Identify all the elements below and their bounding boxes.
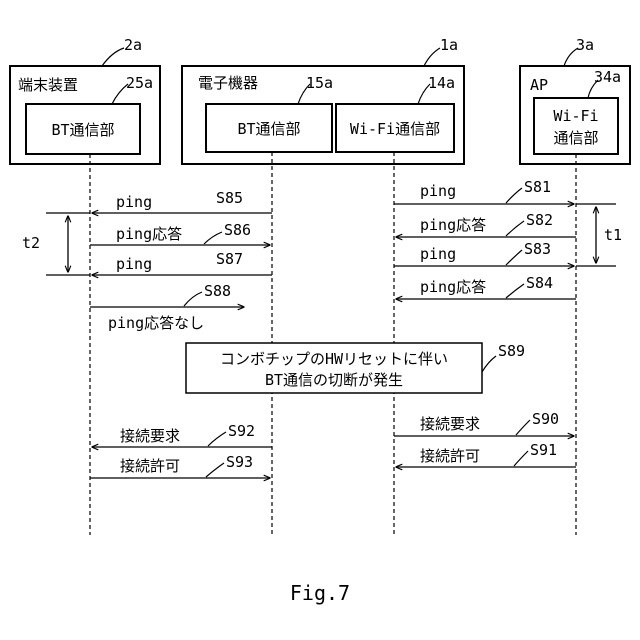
message-s82-step: S82 bbox=[526, 211, 553, 229]
terminal-bt-label: BT通信部 bbox=[51, 121, 114, 139]
note-step: S89 bbox=[498, 342, 525, 360]
message-s88-step: S88 bbox=[204, 282, 231, 300]
figure-caption: Fig.7 bbox=[290, 581, 350, 605]
message-s83-step: S83 bbox=[524, 240, 551, 258]
message-s84-step: S84 bbox=[526, 274, 553, 292]
ap-wifi-label-line2: 通信部 bbox=[553, 129, 598, 147]
electronic-device: 電子機器 BT通信部 Wi-Fi通信部 1a 15a 14a bbox=[182, 36, 464, 164]
note-s89: コンボチップのHWリセットに伴い BT通信の切断が発生 S89 bbox=[186, 342, 525, 393]
message-s93-text: 接続許可 bbox=[120, 457, 180, 475]
message-s83-text: ping bbox=[420, 245, 456, 263]
terminal-ref: 2a bbox=[124, 36, 142, 54]
access-point: AP Wi-Fi 通信部 3a 34a bbox=[520, 36, 630, 164]
message-s87: ping S87 bbox=[92, 250, 272, 275]
ap-label: AP bbox=[530, 76, 548, 94]
interval-t2: t2 bbox=[22, 213, 90, 275]
terminal-ref-lead bbox=[102, 48, 124, 66]
electronic-bt-label: BT通信部 bbox=[237, 120, 300, 138]
electronic-ref: 1a bbox=[440, 36, 458, 54]
message-s84: ping応答 S84 bbox=[396, 274, 576, 299]
electronic-wifi-label: Wi-Fi通信部 bbox=[350, 120, 440, 138]
electronic-bt-ref: 15a bbox=[306, 74, 333, 92]
ap-wifi-label-line1: Wi-Fi bbox=[553, 107, 598, 125]
message-s86: ping応答 S86 bbox=[90, 221, 270, 245]
message-s87-text: ping bbox=[116, 255, 152, 273]
message-s90: 接続要求 S90 bbox=[394, 410, 574, 436]
ap-ref: 3a bbox=[576, 36, 594, 54]
interval-t1: t1 bbox=[576, 204, 622, 266]
message-s92-step: S92 bbox=[228, 422, 255, 440]
terminal-device-label: 端末装置 bbox=[18, 76, 78, 94]
interval-t2-label: t2 bbox=[22, 234, 40, 252]
message-s88: ping応答なし S88 bbox=[90, 282, 244, 332]
message-s81-text: ping bbox=[420, 182, 456, 200]
message-s90-step: S90 bbox=[532, 410, 559, 428]
message-s86-text: ping応答 bbox=[116, 225, 182, 243]
message-s93: 接続許可 S93 bbox=[90, 453, 270, 478]
message-s85: ping S85 bbox=[92, 189, 272, 213]
message-s85-step: S85 bbox=[216, 189, 243, 207]
message-s92-text: 接続要求 bbox=[120, 427, 180, 445]
message-s91-text: 接続許可 bbox=[420, 447, 480, 465]
ap-wifi-ref: 34a bbox=[594, 68, 621, 86]
message-s81-step: S81 bbox=[524, 178, 551, 196]
message-s92: 接続要求 S92 bbox=[92, 422, 272, 447]
interval-t1-label: t1 bbox=[604, 226, 622, 244]
message-s86-step: S86 bbox=[224, 221, 251, 239]
message-s83: ping S83 bbox=[394, 240, 574, 266]
note-line1: コンボチップのHWリセットに伴い bbox=[220, 350, 448, 368]
electronic-wifi-ref: 14a bbox=[428, 74, 455, 92]
message-s82: ping応答 S82 bbox=[396, 211, 576, 237]
message-s85-text: ping bbox=[116, 193, 152, 211]
message-s93-step: S93 bbox=[226, 453, 253, 471]
message-s91: 接続許可 S91 bbox=[396, 441, 576, 467]
electronic-ref-lead bbox=[424, 48, 440, 66]
message-s87-step: S87 bbox=[216, 250, 243, 268]
message-s88-text: ping応答なし bbox=[108, 314, 204, 332]
message-s82-text: ping応答 bbox=[420, 216, 486, 234]
terminal-device: 端末装置 BT通信部 2a 25a bbox=[10, 36, 160, 164]
terminal-bt-ref: 25a bbox=[126, 74, 153, 92]
message-s90-text: 接続要求 bbox=[420, 415, 480, 433]
message-s91-step: S91 bbox=[530, 441, 557, 459]
note-line2: BT通信の切断が発生 bbox=[265, 371, 403, 389]
message-s81: ping S81 bbox=[394, 178, 574, 204]
message-s84-text: ping応答 bbox=[420, 278, 486, 296]
electronic-device-label: 電子機器 bbox=[198, 74, 258, 92]
